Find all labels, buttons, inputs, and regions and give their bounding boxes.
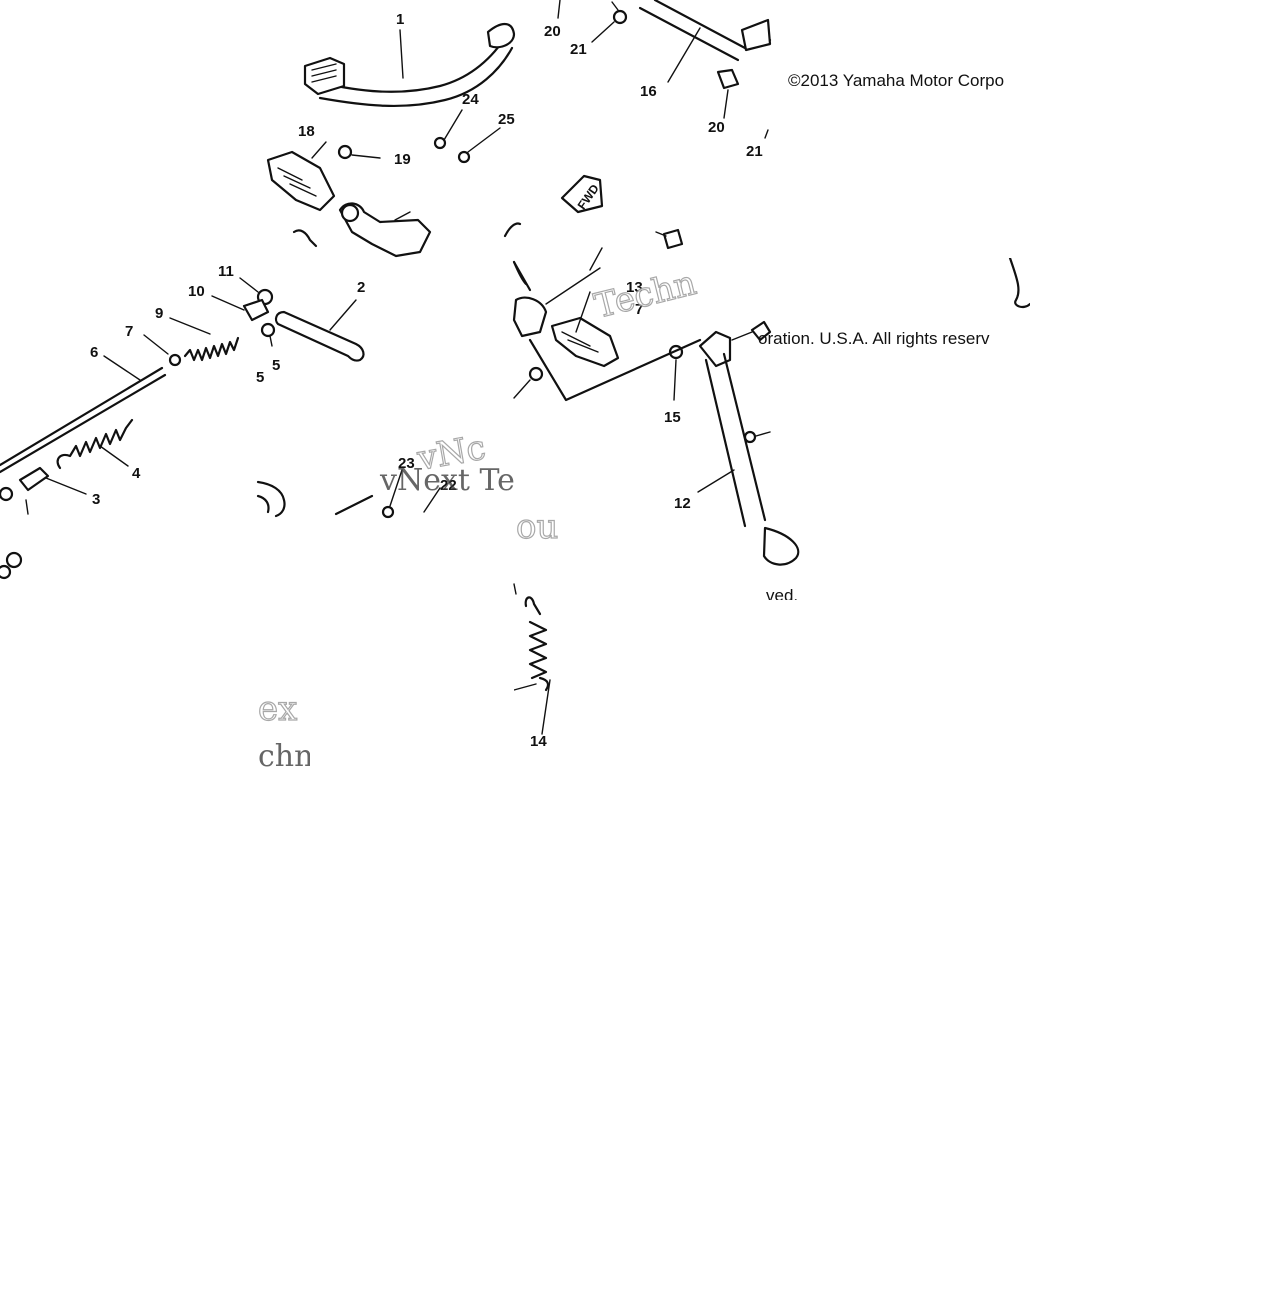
- callout-4: 4: [132, 465, 141, 482]
- callout-9: 9: [155, 305, 163, 322]
- watermark-text-5: chn: [258, 739, 313, 774]
- watermark-text-1: vNext Te: [379, 463, 515, 498]
- callout-1: 1: [396, 11, 404, 28]
- frame-bracket: [503, 0, 772, 238]
- watermark-text-3: Techn: [591, 263, 701, 327]
- return-spring: [513, 583, 551, 735]
- side-stand: [668, 256, 1032, 566]
- copyright-line-1: ©2013 Yamaha Motor Corpo: [788, 71, 1004, 90]
- callout-13: 13: [626, 279, 643, 296]
- watermark-text-6: ou: [516, 507, 558, 547]
- footrest-assembly: [230, 109, 501, 258]
- callout-5b: 5: [256, 369, 264, 386]
- callout-6: 6: [90, 344, 98, 361]
- watermark-text-4: ex: [258, 689, 297, 729]
- callout-18: 18: [298, 123, 315, 140]
- brake-rod-assembly: [0, 277, 365, 580]
- callout-21b: 21: [746, 143, 763, 160]
- copyright-line-2: oration. U.S.A. All rights reserv: [758, 329, 990, 348]
- callout-25: 25: [498, 111, 515, 128]
- callout-23: 23: [398, 455, 415, 472]
- callout-19: 19: [394, 151, 411, 168]
- callout-20: 20: [544, 23, 561, 40]
- callout-2: 2: [357, 279, 365, 296]
- callout-3: 3: [92, 491, 100, 508]
- callout-20b: 20: [708, 119, 725, 136]
- callout-24: 24: [462, 91, 479, 108]
- callout-11: 11: [218, 263, 234, 280]
- callout-labels: 1 2 3 4 5 5 6 7 7 9 10 11 12 13 14 15 16…: [90, 11, 763, 750]
- brake-pedal: [303, 22, 516, 108]
- callout-7b: 7: [635, 301, 643, 318]
- callout-16: 16: [640, 83, 657, 100]
- callout-12: 12: [674, 495, 691, 512]
- lower-left-parts: [256, 469, 441, 519]
- callout-22: 22: [440, 477, 457, 494]
- callout-10: 10: [188, 283, 205, 300]
- callout-5: 5: [272, 357, 280, 374]
- callout-14: 14: [530, 733, 547, 750]
- left-footrest: [512, 228, 702, 402]
- callout-21: 21: [570, 41, 587, 58]
- callout-15: 15: [664, 409, 681, 426]
- callout-7: 7: [125, 323, 133, 340]
